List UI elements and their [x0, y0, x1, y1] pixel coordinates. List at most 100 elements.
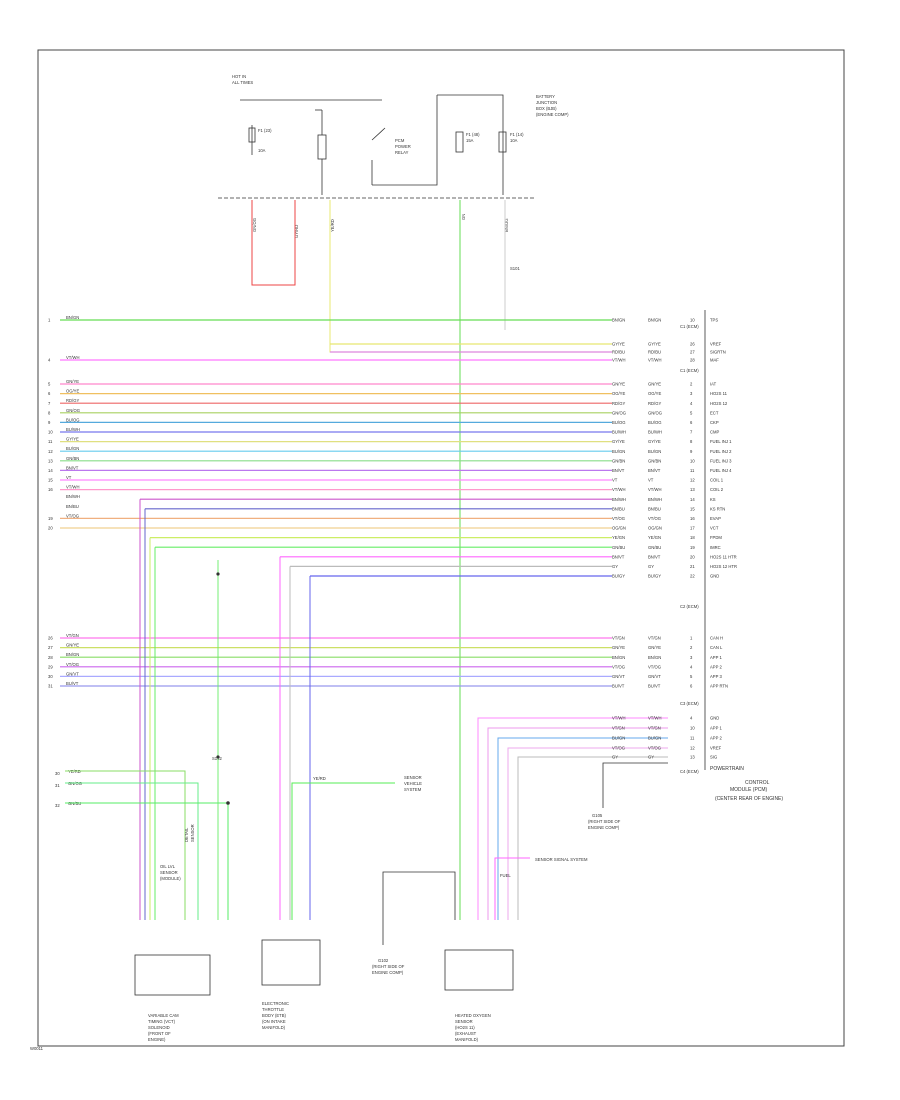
wire-color-code: VT/WH	[612, 487, 626, 492]
lower-pin-function: GND	[710, 716, 719, 721]
relay-feed	[372, 95, 438, 186]
lower-ground-label-3: ENGINE COMP)	[372, 970, 404, 975]
battery-box-label-1: BATTERY	[536, 94, 555, 99]
pin-function: IAT	[710, 382, 717, 387]
pin-number: 4	[690, 664, 693, 669]
wire-color-code: GN/VT	[612, 674, 625, 679]
left-pin-number: 16	[48, 487, 53, 492]
wire-left-label: BN/WH	[66, 494, 80, 499]
vct-solenoid-label-5: ENGINE)	[148, 1037, 166, 1042]
wire-left-label: GY/YE	[66, 437, 79, 442]
wire-left-label: BN/BU	[66, 504, 79, 509]
left-pin-number: 4	[48, 358, 51, 363]
pin-number: 27	[690, 350, 695, 355]
pin-number: 20	[690, 554, 695, 559]
wire-color-code-2: BU/VT	[648, 684, 661, 689]
pin-function: FUEL INJ 4	[710, 468, 732, 473]
throttle-body-box	[261, 939, 321, 986]
wire-color-code: GN/BU	[612, 545, 625, 550]
wire-color-code-2: GN/BU	[648, 545, 661, 550]
wire-color-code-2: VT/GN	[648, 636, 661, 641]
wire-color-code-2: GN/BN	[648, 458, 661, 463]
wire-left-label: BU/VT	[66, 681, 79, 686]
pin-function: FUEL INJ 3	[710, 458, 732, 463]
pin-number: 19	[690, 545, 695, 550]
lower-pin-function: APP 1	[710, 726, 722, 731]
wire-left-label: VT/GN	[66, 633, 79, 638]
pin-function: GND	[710, 574, 719, 579]
wire-color-code-2: VT/OG	[648, 664, 661, 669]
battery-box-label-4: (ENGINE COMP)	[536, 112, 569, 117]
pin-function: APP RTN	[710, 684, 728, 689]
pin-number: 28	[690, 358, 695, 363]
ho2s-label-4: (EXHAUST	[455, 1031, 477, 1036]
wire-color-code: VT/OG	[612, 516, 625, 521]
pin-number: 22	[690, 574, 695, 579]
wire-color-code-2: BU/OG	[648, 420, 662, 425]
pcm-ground-label-2: (RIGHT SIDE OF	[588, 819, 621, 824]
pin-function: SIGRTN	[710, 350, 726, 355]
throttle-body-label-1: ELECTRONIC	[262, 1001, 289, 1006]
ho2s-label-1: HEATED OXYGEN	[455, 1013, 491, 1018]
wire-ye-rd-lower	[65, 770, 186, 920]
lower-wire-color-code: VT/GN	[612, 726, 625, 731]
fuse-box: HOT IN ALL TIMES F1 (23) 10A PCM POWER R…	[218, 74, 569, 199]
wire-color-code-2: GY/YE	[648, 439, 661, 444]
pin-number: 15	[690, 506, 695, 511]
evap-sensor-label-1: SENSOR	[404, 775, 422, 780]
pin-function: FUEL INJ 1	[710, 439, 732, 444]
wire-color-code: BN/GN	[612, 318, 625, 323]
wire-color-code: BU/VT	[612, 684, 625, 689]
component-vct-solenoid: VARIABLE CAM TIMING (VCT) SOLENOID (FRON…	[134, 954, 211, 1042]
wire-color-code: OG/GN	[612, 526, 626, 531]
wire-color-code: BU/WH	[612, 430, 626, 435]
pin-number: 4	[690, 401, 693, 406]
pin-function: APP 2	[710, 664, 722, 669]
pin-function: APP 3	[710, 674, 722, 679]
wire-gn-og-loop	[251, 200, 296, 286]
wire-color-code: GY	[612, 564, 618, 569]
wire-left-label: BN/GN	[66, 315, 79, 320]
lower-pcm-wire	[477, 717, 668, 920]
top-wire-label-2: GY/RD	[294, 225, 299, 238]
battery-box-label-2: JUNCTION	[536, 100, 557, 105]
vct-solenoid-label-1: VARIABLE CAM	[148, 1013, 179, 1018]
left-pin-number: 13	[48, 458, 53, 463]
pcm-connector-label-5: C4 (ECM)	[680, 769, 699, 774]
diagram-frame	[37, 49, 845, 1047]
wire-color-code: VT/WH	[612, 358, 626, 363]
fuse-d-symbol	[498, 131, 507, 153]
left-pin-number: 5	[48, 382, 51, 387]
wire-left-label: GN/YE	[66, 643, 79, 648]
wire-color-code-2: VT/WH	[648, 487, 662, 492]
wire-color-code: RD/GY	[612, 401, 625, 406]
lower-pcm-wire	[487, 727, 668, 920]
pin-function: CMP	[710, 430, 720, 435]
wire-color-code: BN/BU	[612, 506, 625, 511]
pin-number: 11	[690, 468, 695, 473]
wire-color-code: GY/YE	[612, 342, 625, 347]
wire-left-label: VT/WH	[66, 485, 80, 490]
pin-function: KS RTN	[710, 506, 725, 511]
lower-pin-number: 12	[690, 746, 695, 751]
left-pin-number: 6	[48, 391, 51, 396]
pcm-title-3: MODULE (PCM)	[730, 787, 768, 793]
wire-color-code: VT	[612, 478, 618, 483]
pin-number: 1	[690, 636, 693, 641]
pin-function: VCT	[710, 526, 719, 531]
pcm-connector-bracket: C1 (ECM) C1 (ECM) C2 (ECM) C3 (ECM) C4 (…	[680, 310, 783, 802]
wire-color-code: OG/YE	[612, 391, 625, 396]
lower-pin-number: 13	[690, 755, 695, 760]
ho2s-label-2: SENSOR	[455, 1019, 473, 1024]
splice-dot-lower	[226, 801, 230, 805]
wire-color-code-2: GY	[648, 564, 654, 569]
lower-pin-number: 10	[690, 726, 695, 731]
lower-pin-number: 11	[690, 736, 695, 741]
pin-function: FPDM	[710, 535, 722, 540]
pin-number: 8	[690, 439, 693, 444]
left-pin-number: 31	[48, 684, 53, 689]
pin-number: 10	[690, 458, 695, 463]
pin-number: 3	[690, 655, 693, 660]
lower-wire-color-code-2: BU/GN	[648, 736, 661, 741]
